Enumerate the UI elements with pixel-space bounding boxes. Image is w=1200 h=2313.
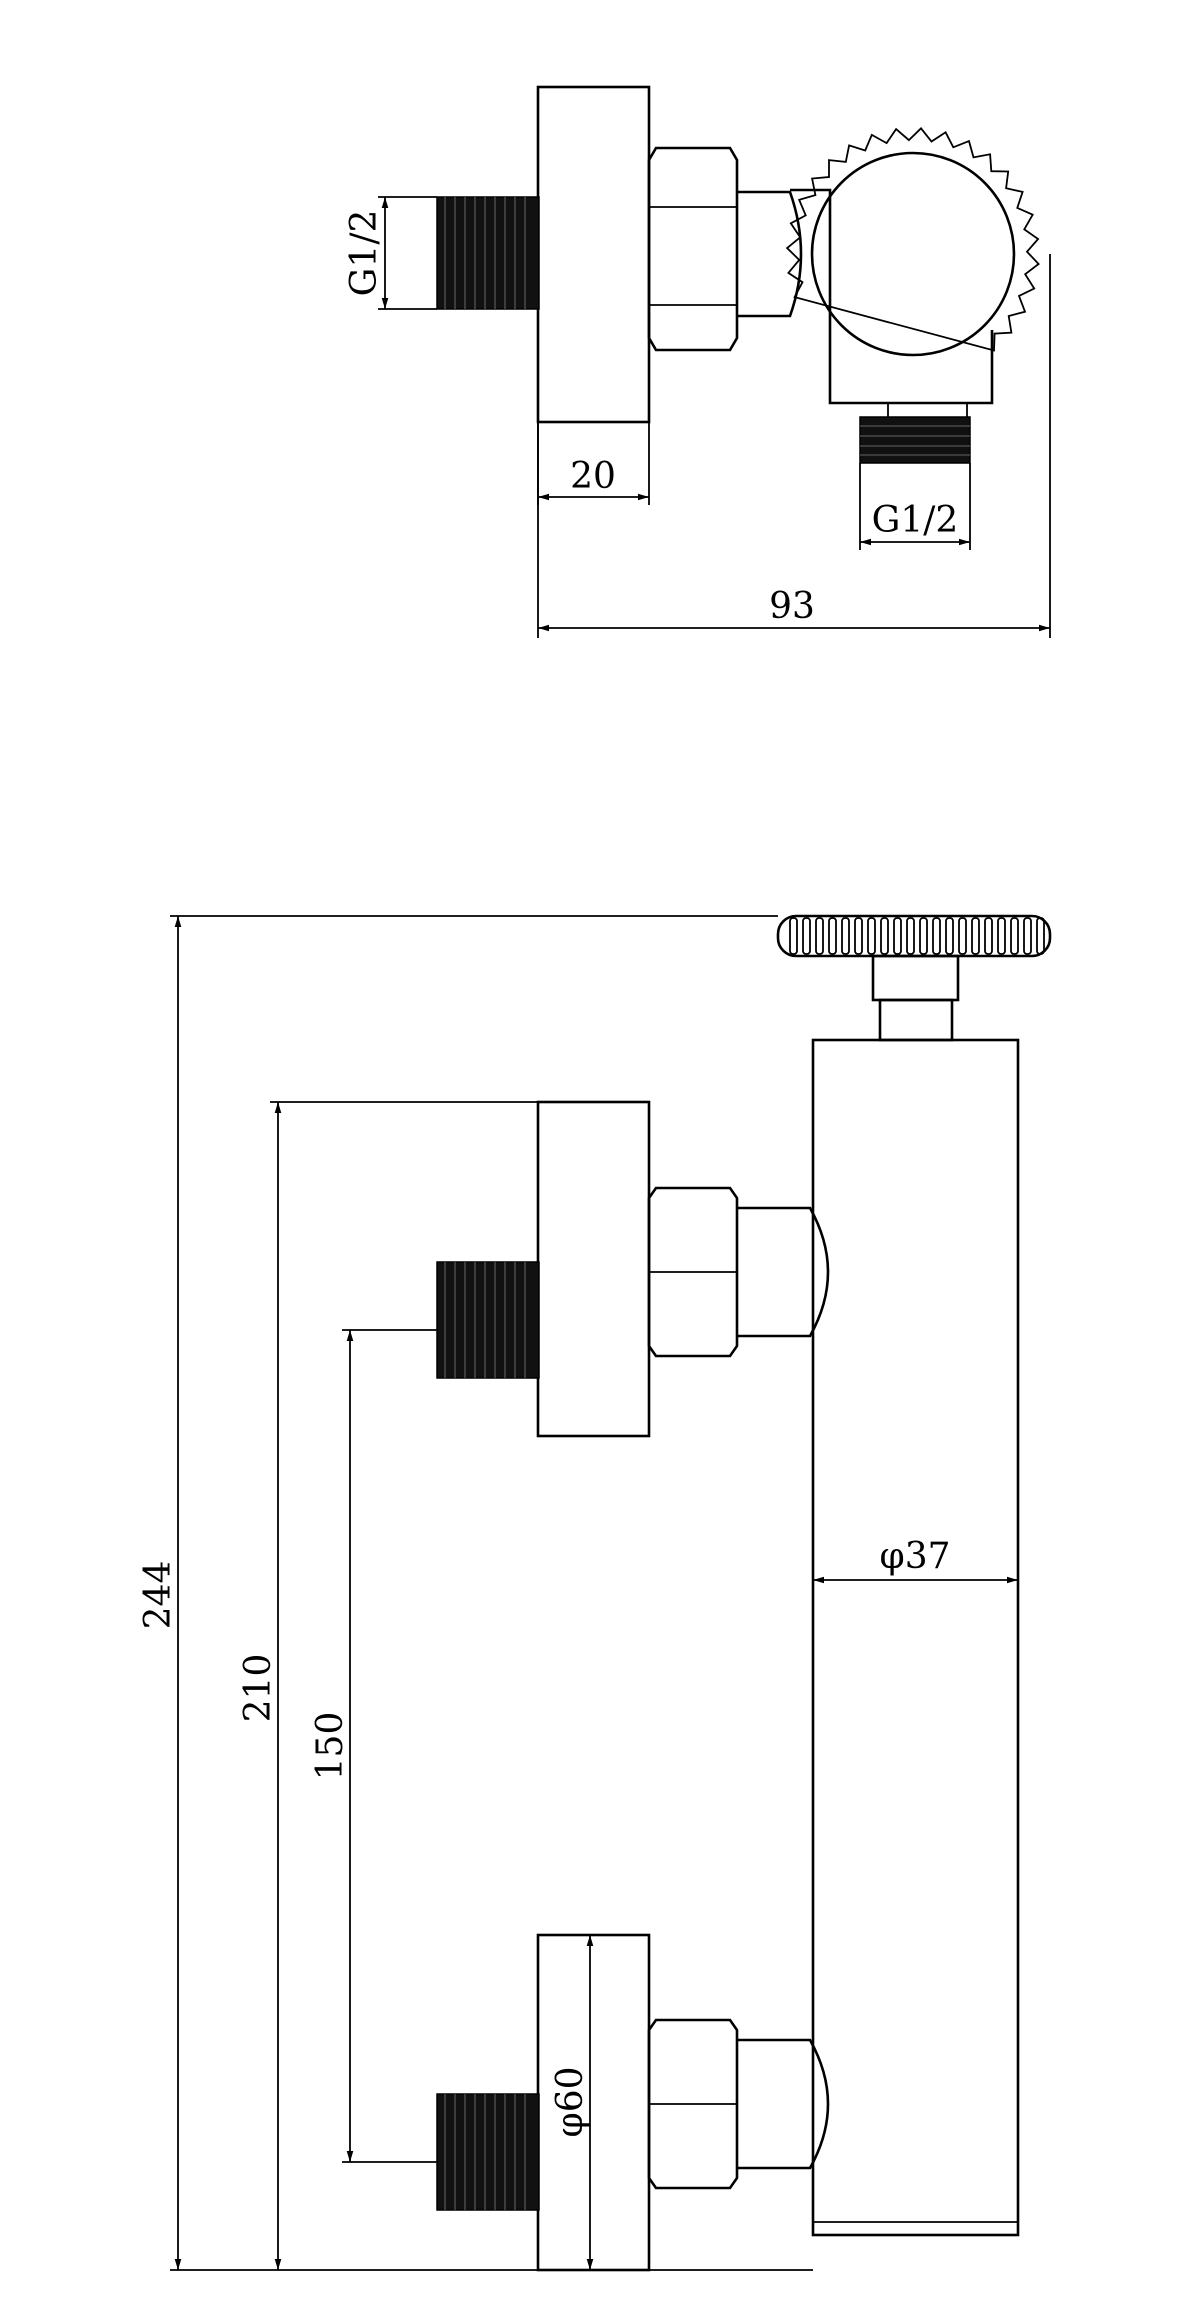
knurl-ridge bbox=[1010, 917, 1019, 955]
knurl-ridge bbox=[841, 917, 850, 955]
knurl-ridge bbox=[802, 917, 811, 955]
knurl-ridge bbox=[880, 917, 889, 955]
knurl-ridge bbox=[984, 917, 993, 955]
knurl-ridge bbox=[854, 917, 863, 955]
upper-flange bbox=[536, 1100, 651, 1438]
lower-connector bbox=[737, 2038, 830, 2170]
lower-inlet-thread bbox=[436, 2093, 540, 2211]
label-body-diameter: φ37 bbox=[879, 1536, 950, 1577]
knurl-ridge bbox=[828, 917, 837, 955]
label-overall-depth: 93 bbox=[769, 586, 815, 627]
top-flange bbox=[536, 85, 651, 424]
knurl-ridge bbox=[1036, 917, 1045, 955]
label-flange-span: 210 bbox=[238, 1654, 279, 1723]
label-inlet-centers: 150 bbox=[310, 1712, 351, 1781]
upper-inlet-thread bbox=[436, 1261, 540, 1379]
label-inlet-thread: G1/2 bbox=[344, 210, 385, 297]
knurl-ridge bbox=[945, 917, 954, 955]
knurl-ridge bbox=[997, 917, 1006, 955]
knurl-ridge bbox=[1023, 917, 1032, 955]
knurl-ridge bbox=[893, 917, 902, 955]
label-overall-height: 244 bbox=[138, 1561, 179, 1630]
knurl-ridge bbox=[932, 917, 941, 955]
upper-hex-nut bbox=[647, 1186, 739, 1358]
front-handwheel-knurl bbox=[789, 917, 1045, 955]
label-flange-diameter: φ60 bbox=[550, 2066, 591, 2137]
top-hex-nut bbox=[647, 146, 739, 352]
front-stem-collar bbox=[871, 954, 960, 1002]
front-view: 244 210 150 φ37 φ60 bbox=[138, 914, 1052, 2272]
top-inlet-thread-lines bbox=[444, 197, 526, 309]
top-view: G1/2 20 G1/2 93 bbox=[344, 85, 1051, 638]
knurl-ridge bbox=[789, 917, 798, 955]
top-outlet-thread bbox=[859, 416, 971, 464]
label-flange-depth: 20 bbox=[570, 456, 616, 497]
handwheel-inner bbox=[810, 151, 1016, 357]
knurl-ridge bbox=[958, 917, 967, 955]
top-connector bbox=[737, 190, 803, 318]
knurl-ridge bbox=[971, 917, 980, 955]
knurl-ridge bbox=[815, 917, 824, 955]
handwheel-knurl bbox=[785, 126, 1040, 352]
front-stem bbox=[878, 998, 954, 1042]
top-inlet-thread bbox=[436, 196, 540, 310]
knurl-ridge bbox=[919, 917, 928, 955]
front-body-tube bbox=[811, 1038, 1020, 2237]
knurl-ridge bbox=[906, 917, 915, 955]
lower-hex-nut bbox=[647, 2018, 739, 2190]
label-outlet-thread: G1/2 bbox=[872, 500, 959, 541]
knurl-ridge bbox=[867, 917, 876, 955]
top-valve-body bbox=[790, 188, 994, 405]
upper-connector bbox=[737, 1206, 830, 1338]
